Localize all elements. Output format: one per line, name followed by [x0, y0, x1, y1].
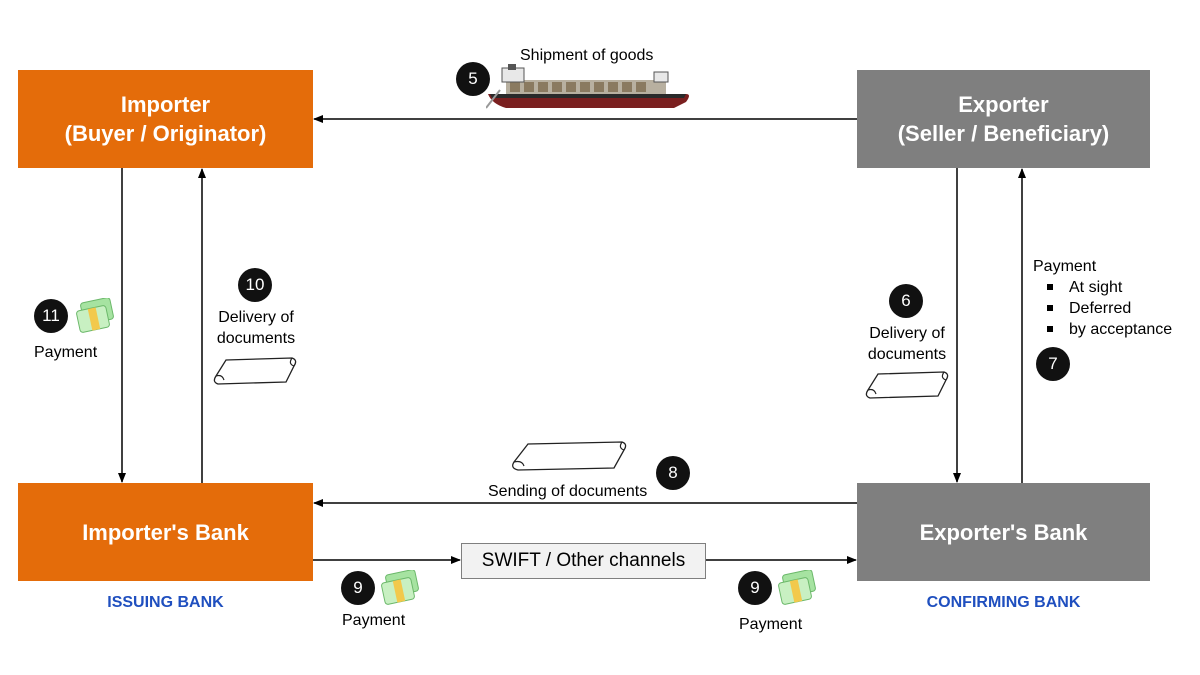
- payment-terms-list: At sight Deferred by acceptance: [1043, 277, 1172, 340]
- step11-label: Payment: [34, 344, 98, 361]
- step9b-label: Payment: [739, 616, 803, 633]
- money-icon: [76, 298, 114, 333]
- step6-label-line2: documents: [867, 346, 947, 363]
- step7-label: Payment: [1033, 258, 1097, 275]
- step6-label-line1: Delivery of: [869, 325, 945, 342]
- importer-box: Importer (Buyer / Originator): [18, 70, 313, 168]
- payment-term-item: At sight: [1043, 277, 1172, 298]
- importer-subtitle: (Buyer / Originator): [64, 121, 267, 146]
- payment-term-item: by acceptance: [1043, 319, 1172, 340]
- step8-label: Sending of documents: [488, 483, 648, 500]
- document-scroll-icon: [512, 441, 627, 471]
- confirming-bank-label: CONFIRMING BANK: [926, 594, 1081, 611]
- exporter-subtitle: (Seller / Beneficiary): [897, 121, 1110, 146]
- exporter-box: Exporter (Seller / Beneficiary): [857, 70, 1150, 168]
- money-icon: [778, 570, 816, 605]
- payment-term-item: Deferred: [1043, 298, 1172, 319]
- step10-label: Delivery of documents: [212, 307, 300, 349]
- step5-label: Shipment of goods: [520, 47, 654, 64]
- step9a-badge: 9: [341, 571, 375, 605]
- ship-icon: [486, 64, 689, 109]
- step9a-label: Payment: [342, 612, 406, 629]
- step6-label: Delivery of documents: [862, 323, 952, 365]
- exporter-bank-label: Exporter's Bank: [919, 519, 1088, 545]
- document-scroll-icon: [213, 357, 297, 385]
- step10-badge: 10: [238, 268, 272, 302]
- step9b-badge: 9: [738, 571, 772, 605]
- step7-badge: 7: [1036, 347, 1070, 381]
- exporter-title: Exporter: [958, 92, 1049, 117]
- step5-badge: 5: [456, 62, 490, 96]
- issuing-bank-label: ISSUING BANK: [107, 594, 224, 611]
- step11-badge: 11: [34, 299, 68, 333]
- step10-label-line2: documents: [216, 330, 296, 347]
- swift-channel-box: SWIFT / Other channels: [461, 543, 706, 579]
- document-scroll-icon: [865, 371, 949, 399]
- importer-title: Importer: [120, 92, 211, 117]
- importer-bank-label: Importer's Bank: [82, 519, 249, 545]
- exporter-bank-box: Exporter's Bank: [857, 483, 1150, 581]
- money-icon: [381, 570, 419, 605]
- step6-badge: 6: [889, 284, 923, 318]
- step10-label-line1: Delivery of: [218, 309, 294, 326]
- importer-bank-box: Importer's Bank: [18, 483, 313, 581]
- step8-badge: 8: [656, 456, 690, 490]
